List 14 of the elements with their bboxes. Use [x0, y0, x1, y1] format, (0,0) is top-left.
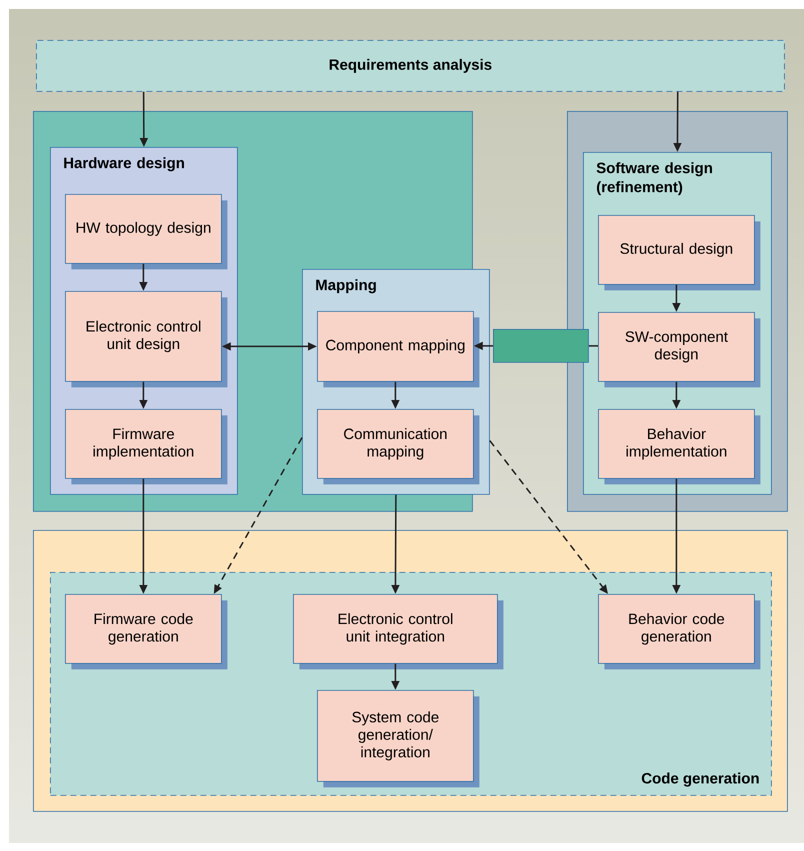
process-box: HW topology design — [65, 194, 228, 270]
process-box: Firmware implementation — [65, 409, 228, 484]
process-box: Structural design — [598, 215, 760, 290]
process-box: System code generation/ integration — [317, 690, 480, 788]
process-box: SW-component design — [598, 312, 760, 388]
process-box: Communication mapping — [317, 409, 480, 484]
process-box: Electronic control unit design — [65, 291, 228, 388]
process-box: Behavior code generation — [598, 594, 760, 670]
process-box: Component mapping — [317, 311, 480, 388]
process-box: Firmware code generation — [65, 594, 228, 670]
requirements-banner: Requirements analysis — [36, 40, 785, 92]
process-box: Behavior implementation — [598, 409, 760, 484]
translator-tag — [493, 329, 589, 363]
process-box: Electronic control unit integration — [293, 594, 504, 670]
